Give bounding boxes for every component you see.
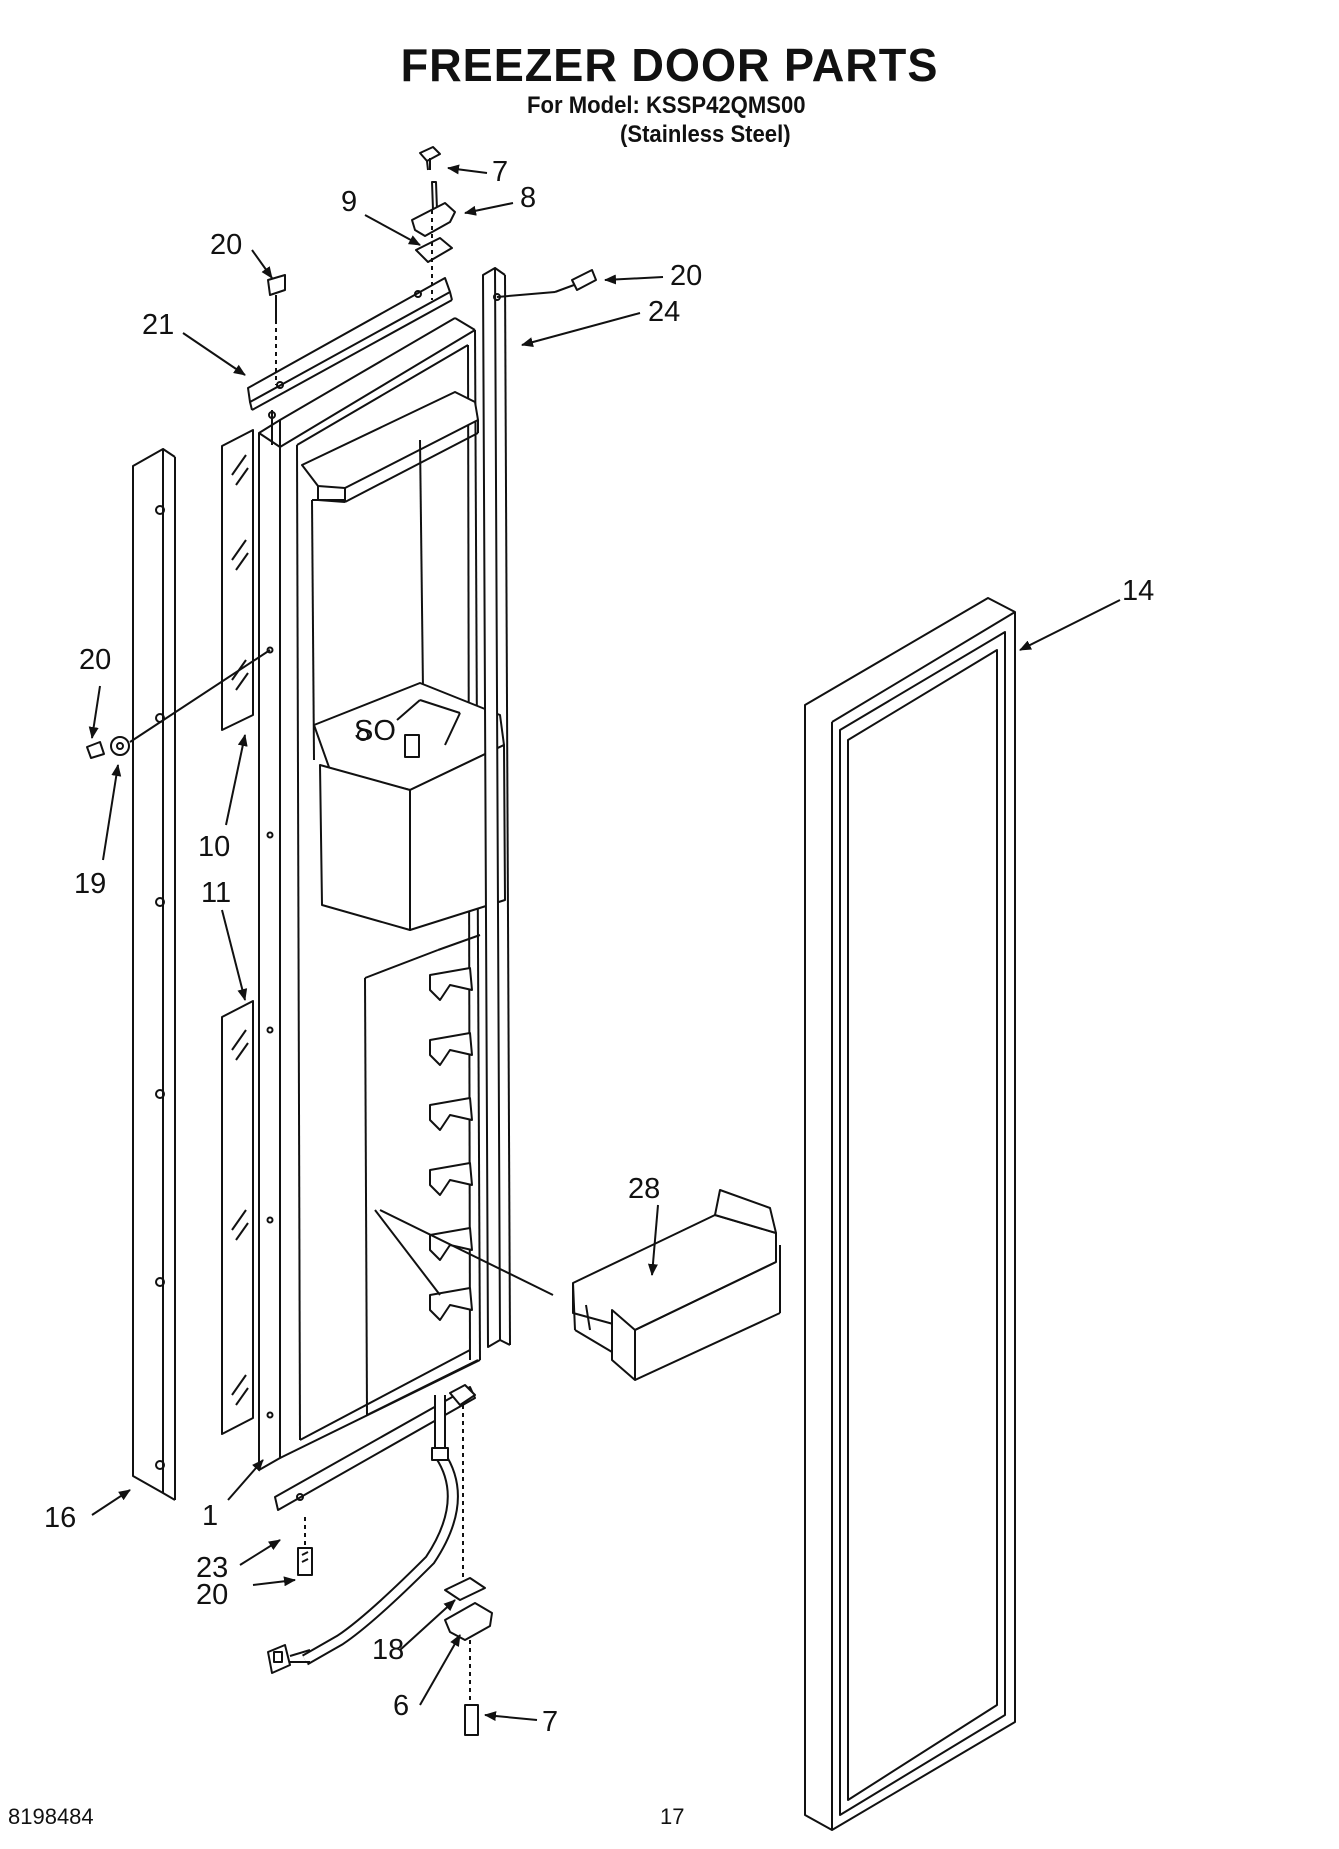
callout-18: 18 bbox=[372, 1634, 404, 1666]
insulation-panel-lower bbox=[221, 1000, 254, 1435]
callout-9: 9 bbox=[341, 186, 357, 218]
right-side-trim bbox=[482, 267, 511, 1348]
callout-20-top-left: 20 bbox=[210, 229, 242, 261]
screw-left-side bbox=[86, 649, 271, 759]
leader-bin-to-compartment bbox=[379, 1209, 554, 1296]
insulation-panel-upper bbox=[221, 429, 254, 731]
wire-harness bbox=[267, 1395, 459, 1674]
callout-19: 19 bbox=[74, 868, 106, 900]
door-bin bbox=[572, 1189, 781, 1381]
screw-top-right bbox=[496, 269, 597, 298]
doc-number: 8198484 bbox=[8, 1804, 94, 1829]
callout-21: 21 bbox=[142, 309, 174, 341]
callout-20-bottom: 20 bbox=[196, 1579, 228, 1611]
callout-28: 28 bbox=[628, 1173, 660, 1205]
page-title: FREEZER DOOR PARTS bbox=[400, 39, 939, 91]
callout-24: 24 bbox=[648, 296, 680, 328]
callout-7-top: 7 bbox=[492, 156, 508, 188]
model-line: For Model: KSSP42QMS00 bbox=[527, 92, 806, 119]
callout-labels: 7 8 9 20 20 21 24 20 19 10 11 14 28 16 1… bbox=[44, 156, 1154, 1738]
screw-bottom bbox=[297, 1547, 313, 1576]
leader-bin-to-liner bbox=[374, 1209, 441, 1296]
callout-23: 23 bbox=[196, 1552, 228, 1584]
callout-20-top-right: 20 bbox=[670, 260, 702, 292]
screw-top-left bbox=[267, 274, 286, 385]
bottom-hinge-assembly bbox=[444, 1384, 493, 1736]
page-number: 17 bbox=[660, 1804, 685, 1829]
callout-16: 16 bbox=[44, 1502, 76, 1534]
door-liner: SO bbox=[258, 317, 506, 1471]
callout-10: 10 bbox=[198, 831, 230, 863]
callout-14: 14 bbox=[1122, 575, 1154, 607]
svg-text:SO: SO bbox=[354, 715, 396, 747]
side-trim-strip bbox=[132, 448, 176, 1501]
callout-6: 6 bbox=[393, 1690, 409, 1722]
door-gasket bbox=[804, 597, 1016, 1831]
callout-20-left: 20 bbox=[79, 644, 111, 676]
callout-8: 8 bbox=[520, 182, 536, 214]
callout-11: 11 bbox=[201, 877, 231, 909]
callout-1: 1 bbox=[202, 1500, 218, 1532]
top-hinge-assembly bbox=[411, 146, 456, 300]
finish-line: (Stainless Steel) bbox=[620, 121, 791, 148]
callout-arrows bbox=[88, 164, 1121, 1722]
top-bracket bbox=[247, 277, 453, 445]
callout-7-bottom: 7 bbox=[542, 1706, 558, 1738]
